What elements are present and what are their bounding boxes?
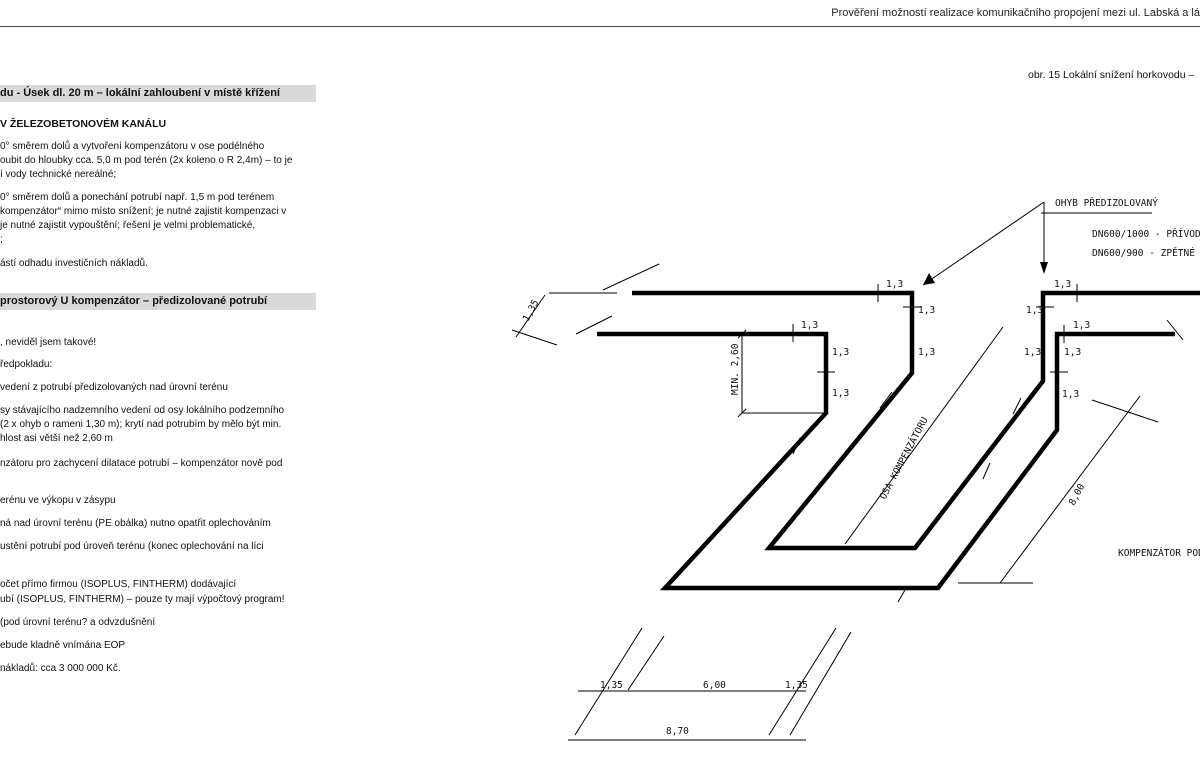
text-line: sy stávajícího nadzemního vedení od osy …: [0, 405, 285, 416]
label-min-depth: MIN. 2,60: [730, 343, 741, 395]
header-divider: [0, 26, 1200, 27]
dim-label-1-3: 1,3: [1064, 347, 1081, 358]
text-line: ubí (ISOPLUS, FINTHERM) – pouze ty mají …: [0, 594, 285, 605]
text-line: ředpokladu:: [0, 359, 53, 370]
dim-label-1-3: 1,3: [1026, 305, 1043, 316]
text-line: (2 x ohyb o rameni 1,30 m); krytí nad po…: [0, 419, 282, 430]
text-line: kompenzátor“ mimo místo snížení; je nutn…: [0, 206, 287, 217]
text-line: erénu ve výkopu v zásypu: [0, 495, 116, 506]
dim-label-1-3: 1,3: [918, 347, 935, 358]
dim-label-1-35-top: 1,35: [521, 298, 541, 323]
dimension-lines: [511, 201, 1184, 741]
dim-label-8-70: 8,70: [666, 726, 689, 737]
label-compensator-axis: OSA KOMPENZÁTORU: [877, 415, 931, 502]
dim-label-1-3: 1,3: [832, 388, 849, 399]
text-line: ebude kladně vnímána EOP: [0, 640, 126, 651]
supply-pipe-left: [632, 290, 1200, 551]
dim-label-1-3: 1,3: [1073, 320, 1090, 331]
dim-label-6-00: 6,00: [703, 680, 726, 691]
leader-arrows: [923, 262, 1048, 285]
dim-label-1-3: 1,3: [886, 279, 903, 290]
label-return-pipe: DN600/900 - ZPĚTNÉ POTRU: [1092, 247, 1200, 259]
header-title: Prověření možností realizace komunikační…: [831, 7, 1200, 19]
text-line: 0° směrem dolů a ponechání potrubí např.…: [0, 192, 275, 203]
dim-label-1-3: 1,3: [1062, 389, 1079, 400]
text-line: 0° směrem dolů a vytvoření kompenzátoru …: [0, 141, 265, 152]
text-line: očet přímo firmou (ISOPLUS, FINTHERM) do…: [0, 579, 237, 590]
dim-label-1-3: 1,3: [1054, 279, 1071, 290]
text-line: ;: [0, 234, 3, 245]
section-heading-u-compensator: prostorový U kompenzátor – předizolované…: [0, 293, 316, 310]
text-line: oubit do hloubky cca. 5,0 m pod terén (2…: [0, 155, 293, 166]
text-line: ustění potrubí pod úroveň terénu (konec …: [0, 541, 264, 552]
text-line: , neviděl jsem takové!: [0, 337, 97, 348]
text-line: nzátoru pro zachycení dilatace potrubí –…: [0, 458, 283, 469]
label-compensator-under: KOMPENZÁTOR POD T: [1118, 547, 1200, 559]
text-line: ná nad úrovní terénu (PE obálka) nutno o…: [0, 518, 271, 529]
dim-label-1-3: 1,3: [832, 347, 849, 358]
pipe-routes: [597, 290, 1200, 591]
text-line: nákladů: cca 3 000 000 Kč.: [0, 663, 121, 674]
text-line: í vody technické nereálné;: [0, 169, 117, 180]
drawing-labels: OHYB PŘEDIZOLOVANÝ DN600/1000 - PŘÍVODNÍ…: [521, 197, 1200, 737]
section-heading-local-deepening: du - Úsek dl. 20 m – lokální zahloubení …: [0, 85, 316, 102]
text-line: hlost asi větší než 2,60 m: [0, 433, 113, 444]
text-line: ástí odhadu investičních nákladů.: [0, 258, 148, 269]
subheading-concrete-channel: V ŽELEZOBETONOVÉM KANÁLU: [0, 118, 167, 130]
dim-label-1-35-bottom-right: 1,35: [785, 680, 808, 691]
dim-label-1-3: 1,3: [1024, 347, 1041, 358]
text-line: (pod úrovní terénu? a odvzdušnění: [0, 617, 156, 628]
dim-label-1-3: 1,3: [918, 305, 935, 316]
dim-label-1-35-bottom-left: 1,35: [600, 680, 623, 691]
figure-caption: obr. 15 Lokální snížení horkovodu –: [1028, 69, 1195, 81]
text-line: vedení z potrubí předizolovaných nad úro…: [0, 382, 228, 393]
dim-label-8-00: 8,00: [1067, 482, 1088, 508]
label-supply-pipe: DN600/1000 - PŘÍVODNÍ POT: [1092, 228, 1200, 240]
text-line: je nutné zajistit vypouštění; řešení je …: [0, 220, 256, 231]
label-bend-preinsulated: OHYB PŘEDIZOLOVANÝ: [1055, 197, 1158, 209]
dim-label-1-3: 1,3: [801, 320, 818, 331]
return-pipe-left: [597, 331, 1175, 591]
